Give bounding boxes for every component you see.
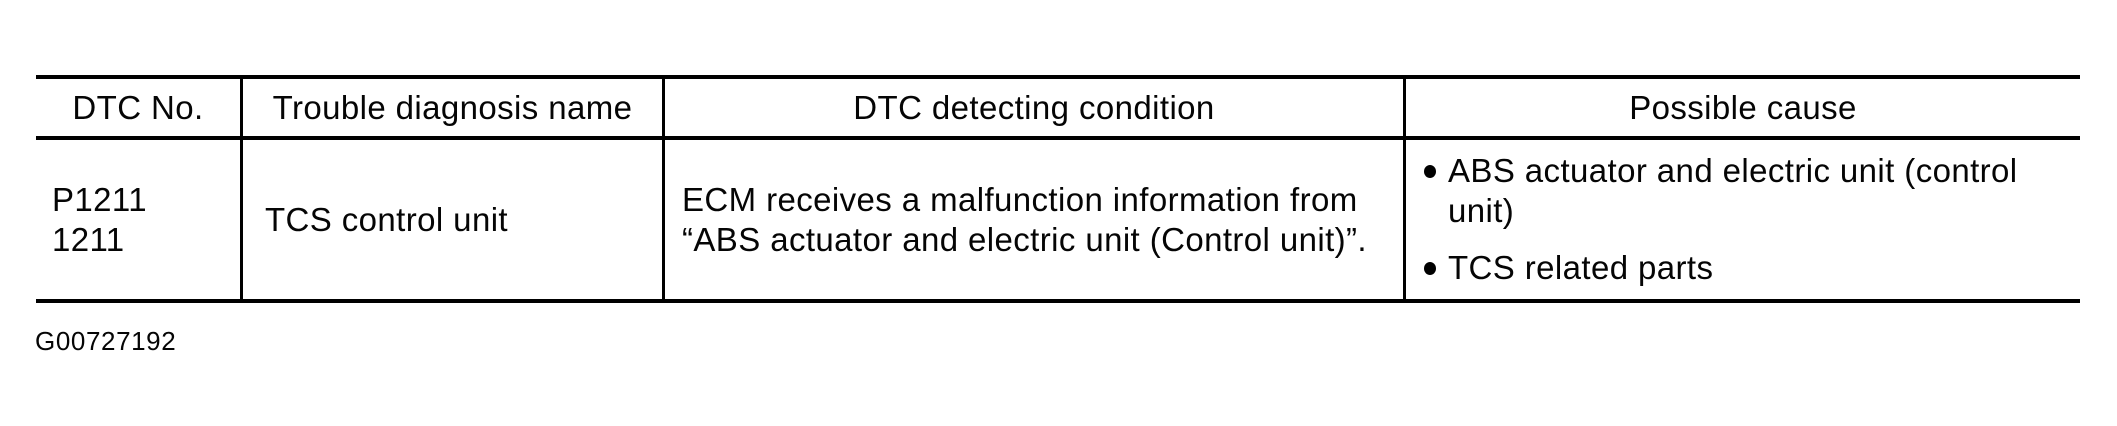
dtc-detecting-condition-text: ECM receives a malfunction information f… <box>682 180 1367 258</box>
header-cell-dtc-detecting-condition: DTC detecting condition <box>662 79 1403 136</box>
dtc-table: DTC No. Trouble diagnosis name DTC detec… <box>36 75 2080 303</box>
header-cell-dtc-no: DTC No. <box>36 79 240 136</box>
bullet-icon <box>1424 165 1436 178</box>
cell-possible-cause: ABS actuator and electric unit (control … <box>1403 140 2080 299</box>
trouble-diagnosis-name-value: TCS control unit <box>265 200 508 238</box>
header-label-dtc-detecting-condition: DTC detecting condition <box>853 88 1215 126</box>
header-label-possible-cause: Possible cause <box>1629 88 1857 126</box>
header-cell-possible-cause: Possible cause <box>1403 79 2080 136</box>
dtc-code-secondary: 1211 <box>52 220 125 258</box>
header-label-dtc-no: DTC No. <box>72 88 204 126</box>
figure-id-label: G00727192 <box>35 326 177 356</box>
header-label-trouble-diagnosis-name: Trouble diagnosis name <box>272 88 633 126</box>
bullet-icon <box>1424 262 1436 275</box>
dtc-table-header-row: DTC No. Trouble diagnosis name DTC detec… <box>36 79 2080 140</box>
possible-cause-text: ABS actuator and electric unit (control … <box>1448 152 2018 229</box>
dtc-table-body-row: P1211 1211 TCS control unit ECM receives… <box>36 140 2080 299</box>
possible-cause-text: TCS related parts <box>1448 249 1714 286</box>
header-cell-trouble-diagnosis-name: Trouble diagnosis name <box>240 79 662 136</box>
list-item: ABS actuator and electric unit (control … <box>1424 151 2068 231</box>
dtc-code-lines: P1211 1211 <box>52 180 147 260</box>
possible-cause-list: ABS actuator and electric unit (control … <box>1424 151 2068 288</box>
list-item: TCS related parts <box>1424 248 2068 288</box>
cell-dtc-no: P1211 1211 <box>36 140 240 299</box>
cell-dtc-detecting-condition: ECM receives a malfunction information f… <box>662 140 1403 299</box>
cell-trouble-diagnosis-name: TCS control unit <box>240 140 662 299</box>
dtc-code-primary: P1211 <box>52 180 147 218</box>
